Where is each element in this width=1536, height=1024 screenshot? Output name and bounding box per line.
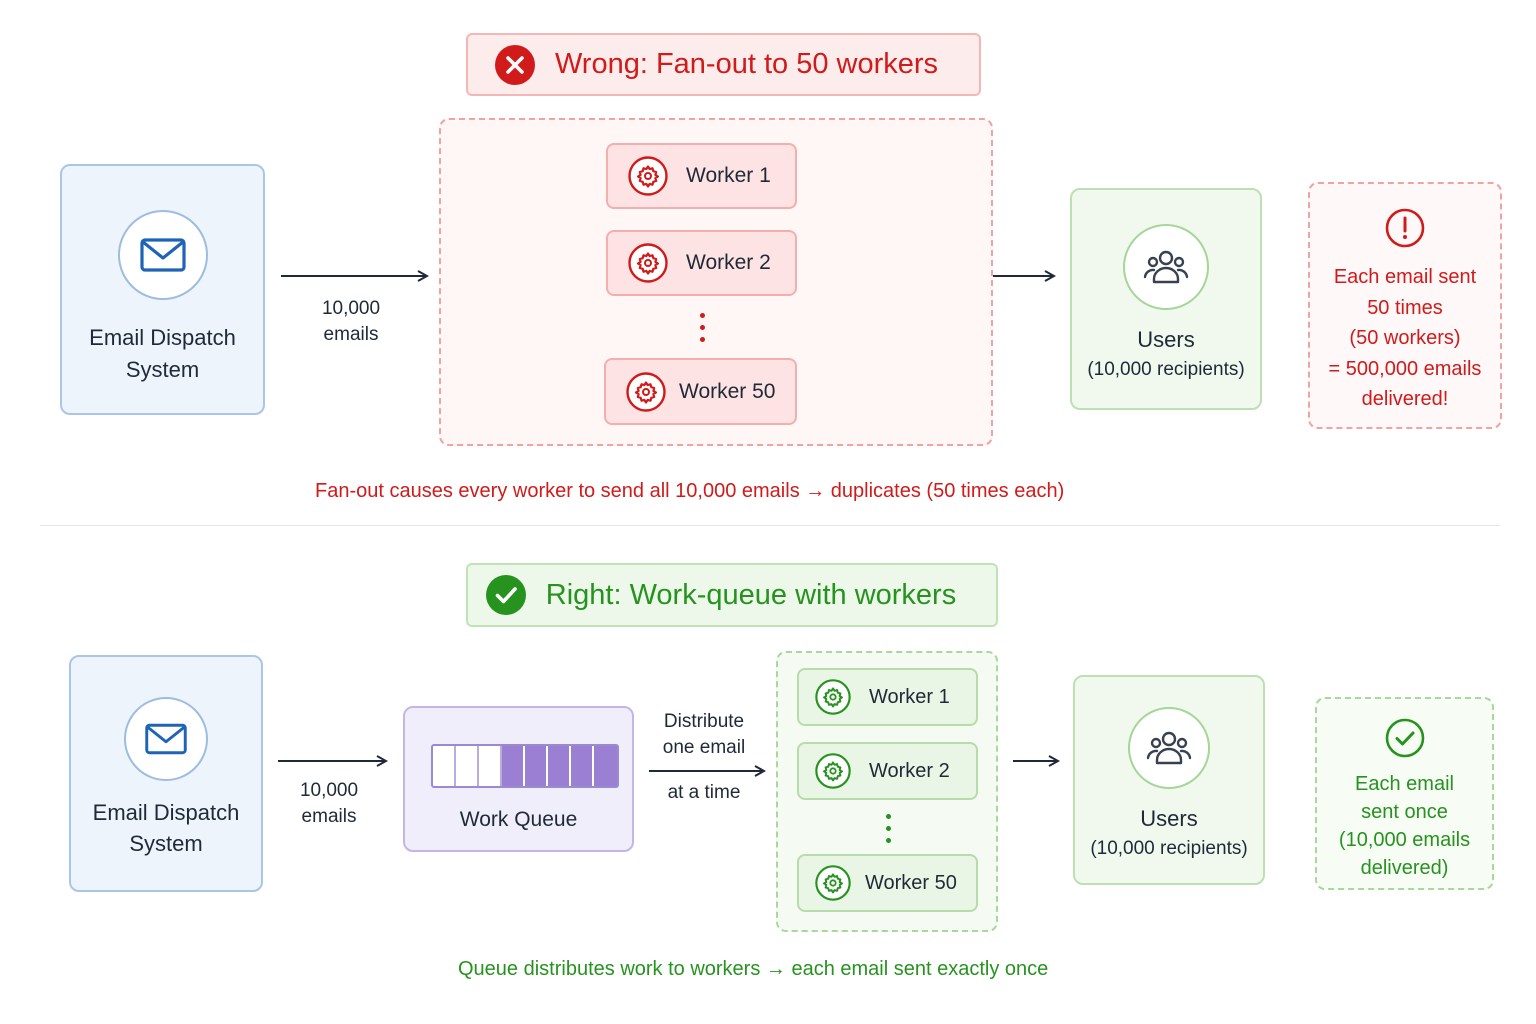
success-note: Each email sent once (10,000 emails deli… [1315,697,1494,890]
users-icon [1143,250,1189,284]
gear-icon [815,679,851,715]
x-circle-icon [494,44,535,85]
gear-icon [628,243,668,283]
users-icon-circle [1123,224,1209,310]
queue-slot-empty [433,746,456,786]
wrong-approach-title: Wrong: Fan-out to 50 workers [466,33,981,96]
worker-box-2: Worker 2 [606,230,797,296]
mail-icon [145,723,187,755]
queue-label: Work Queue [459,808,578,831]
mail-icon [139,238,186,272]
gear-icon [815,865,851,901]
email-count-label: 10,000 emails [299,780,359,827]
exclamation-circle-icon [1385,208,1425,248]
gear-icon [626,371,666,412]
queue-slots [431,744,619,788]
section-divider [40,525,1500,526]
gear-icon [628,156,668,196]
users-icon [1146,731,1192,765]
worker-label: Worker 1 [869,685,950,708]
work-queue-box: Work Queue [403,706,634,852]
worker-label: Worker 50 [865,871,957,894]
email-dispatch-system-box: Email Dispatch System [69,655,263,892]
users-name: Users [1140,806,1198,831]
worker-box-2: Worker 2 [797,742,978,800]
email-count-label: 10,000 emails [321,298,381,345]
distribute-label: Distribute one email at a time [662,711,746,803]
users-box: Users (10,000 recipients) [1073,675,1265,885]
right-caption: Queue distributes work to workers → each… [458,958,1049,980]
users-recipients: (10,000 recipients) [1087,359,1245,380]
users-name: Users [1137,327,1195,352]
worker-label: Worker 1 [686,164,771,187]
queue-slot-filled [502,746,525,786]
check-circle-icon [485,575,526,615]
worker-box-1: Worker 1 [606,143,797,209]
users-box: Users (10,000 recipients) [1070,188,1262,410]
worker-label: Worker 50 [679,379,776,403]
ellipsis-more-workers [700,313,705,342]
note-text: Each email sent once (10,000 emails deli… [1338,773,1471,879]
worker-label: Worker 2 [869,759,950,782]
queue-slot-filled [525,746,548,786]
queue-slot-filled [548,746,571,786]
source-label: Email Dispatch System [89,325,236,382]
queue-slot-empty [479,746,502,786]
gear-icon [815,753,851,789]
email-dispatch-system-box: Email Dispatch System [60,164,265,415]
worker-box-50: Worker 50 [604,358,797,425]
worker-box-1: Worker 1 [797,668,978,726]
queue-slot-empty [456,746,479,786]
users-icon-circle [1128,707,1210,789]
duplicate-warning-note: Each email sent 50 times (50 workers) = … [1308,182,1502,429]
queue-slot-filled [594,746,617,786]
right-approach-title: Right: Work-queue with workers [466,563,998,627]
worker-box-50: Worker 50 [797,854,978,912]
mail-icon-circle [117,210,208,300]
wrong-title-text: Wrong: Fan-out to 50 workers [554,48,939,80]
check-circle-outline-icon [1385,718,1424,758]
users-recipients: (10,000 recipients) [1090,838,1248,859]
source-label: Email Dispatch System [92,800,240,856]
note-text: Each email sent 50 times (50 workers) = … [1328,266,1482,410]
right-title-text: Right: Work-queue with workers [545,578,957,611]
mail-icon-circle [124,697,208,781]
worker-label: Worker 2 [686,251,771,274]
queue-slot-filled [571,746,594,786]
wrong-caption: Fan-out causes every worker to send all … [315,480,1065,502]
ellipsis-more-workers [886,814,891,843]
